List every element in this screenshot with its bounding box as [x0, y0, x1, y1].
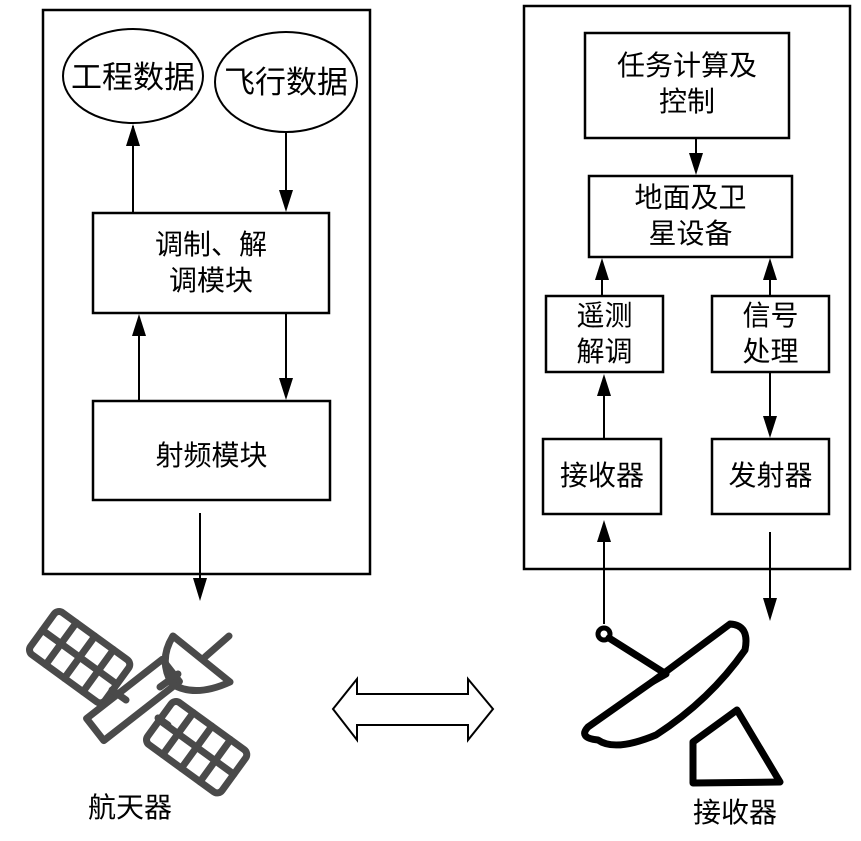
ground-sat-equipment-box [587, 174, 794, 259]
bidirectional-link-arrow [331, 676, 495, 743]
signal-processing-label: 信号 处理 [742, 299, 799, 368]
transmitter-label: 发射器 [728, 459, 813, 492]
rf-module-box [91, 399, 332, 502]
transmitter-box [710, 437, 831, 516]
mod-demod-box [91, 211, 331, 315]
mission-compute-label: 任务计算及 控制 [616, 49, 757, 118]
receiver-label: 接收器 [559, 459, 644, 492]
mod-demod-label: 调制、解 调模块 [154, 228, 267, 297]
flight-data-label: 飞行数据 [224, 65, 348, 101]
spacecraft-container [43, 10, 370, 574]
rf-module-label: 射频模块 [155, 439, 268, 472]
engineering-data-label: 工程数据 [71, 60, 195, 96]
antenna-dish-icon [581, 620, 784, 787]
telemetry-demod-label: 遥测 解调 [576, 299, 633, 368]
satellite-icon [26, 608, 251, 797]
ground-sat-equipment-label: 地面及卫 星设备 [634, 181, 747, 250]
telemetry-demod-box [544, 294, 665, 374]
ground-receiver-label: 接收器 [692, 796, 777, 829]
spacecraft-label: 航天器 [87, 791, 172, 824]
ground-station-container [522, 4, 852, 571]
engineering-data-node [62, 28, 204, 124]
receiver-box [541, 437, 663, 516]
mission-compute-box [583, 31, 791, 140]
